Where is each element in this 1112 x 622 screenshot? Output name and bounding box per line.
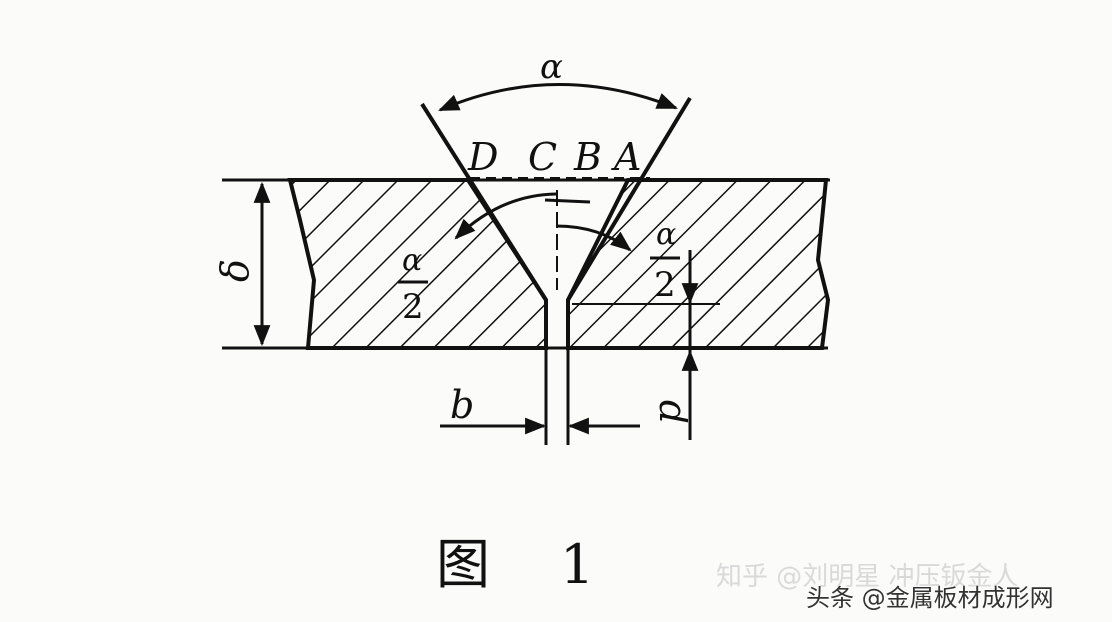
label-half-alpha-left-den: 2 [402,287,424,327]
label-A: A [611,135,641,179]
half-alpha-arc-left [454,192,557,240]
watermark-zhihu: 知乎 @刘明星 冲压钣金人 [716,562,1019,592]
label-b: b [450,383,474,427]
watermark-toutiao: 头条 @金属板材成形网 [806,584,1054,612]
label-half-alpha-left-num: α [402,243,422,278]
caption-number: 1 [560,533,595,596]
label-B: B [573,135,602,179]
label-half-alpha-right-num: α [656,217,676,252]
right-plate [566,178,831,350]
alpha-dimension-arc [438,83,678,112]
caption-prefix: 图 [436,533,490,596]
center-tick [544,198,591,204]
label-half-alpha-right-den: 2 [654,265,676,305]
groove-left-edge [420,102,548,302]
half-alpha-arc-right [555,224,632,252]
label-alpha: α [540,47,563,87]
label-D: D [467,135,498,179]
groove-right-edge [566,96,692,302]
label-delta: δ [213,259,257,282]
label-C: C [528,135,557,179]
label-p: p [645,400,689,424]
